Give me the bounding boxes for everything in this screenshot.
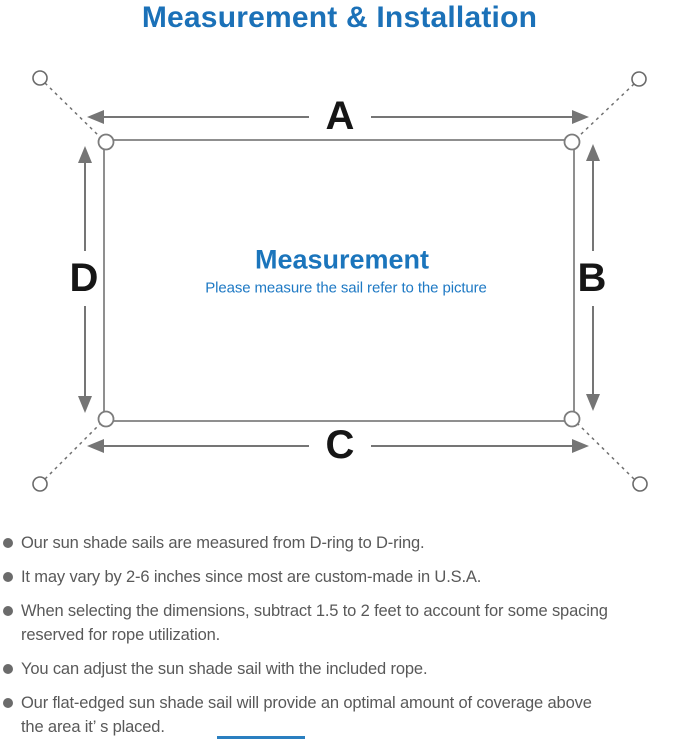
bullet-dot-icon (3, 538, 13, 548)
guy-line-top-left (44, 82, 101, 138)
note-text: You can adjust the sun shade sail with t… (21, 660, 428, 678)
anchor-point-top-right-icon (631, 71, 647, 87)
note-text: Our sun shade sails are measured from D-… (21, 534, 425, 552)
arrow-c-right-head-icon (572, 439, 589, 453)
guy-lines (44, 82, 635, 480)
sail-outline (103, 139, 575, 422)
next-section-crop-artifact (217, 736, 305, 739)
note-text: reserved for rope utilization. (21, 626, 221, 644)
note-subtract-feet: When selecting the dimensions, subtract … (0, 599, 679, 647)
measurement-subheading: Please measure the sail refer to the pic… (205, 279, 487, 297)
note-text: It may vary by 2-6 inches since most are… (21, 568, 482, 586)
note-adjust-rope: You can adjust the sun shade sail with t… (0, 657, 679, 681)
guy-line-top-right (577, 83, 635, 138)
dimension-arrow-d (78, 146, 92, 413)
note-flat-edged-coverage: Our flat-edged sun shade sail will provi… (0, 691, 679, 739)
corner-d-rings (97, 133, 581, 428)
dimension-label-d: D (69, 256, 99, 300)
bullet-dot-icon (3, 664, 13, 674)
anchor-points (32, 70, 648, 492)
dimension-label-a: A (325, 94, 355, 138)
arrow-a-right-head-icon (572, 110, 589, 124)
arrow-d-top-head-icon (78, 146, 92, 163)
arrow-b-top-head-icon (586, 144, 600, 161)
dimension-arrow-a (87, 110, 589, 124)
dimension-arrow-c (87, 439, 589, 453)
arrow-b-bottom-head-icon (586, 394, 600, 411)
d-ring-top-left-icon (97, 133, 115, 151)
note-measured-d-ring: Our sun shade sails are measured from D-… (0, 531, 679, 555)
note-text: When selecting the dimensions, subtract … (21, 602, 608, 620)
dimension-arrow-b (586, 144, 600, 411)
anchor-point-bottom-left-icon (32, 476, 48, 492)
d-ring-bottom-right-icon (563, 410, 581, 428)
note-text: the area it’ s placed. (21, 718, 165, 736)
dimension-label-c: C (325, 423, 355, 467)
arrow-c-left-head-icon (87, 439, 104, 453)
note-vary-inches: It may vary by 2-6 inches since most are… (0, 565, 679, 589)
bullet-dot-icon (3, 698, 13, 708)
note-text: Our flat-edged sun shade sail will provi… (21, 694, 592, 712)
notes-list: Our sun shade sails are measured from D-… (0, 531, 679, 739)
page-title: Measurement & Installation (141, 1, 538, 34)
guy-line-bottom-left (44, 423, 101, 480)
d-ring-top-right-icon (563, 133, 581, 151)
guy-line-bottom-right (577, 423, 635, 480)
arrow-d-bottom-head-icon (78, 396, 92, 413)
bullet-dot-icon (3, 572, 13, 582)
bullet-dot-icon (3, 606, 13, 616)
measurement-heading: Measurement (254, 244, 430, 275)
dimension-label-b: B (577, 256, 607, 300)
anchor-point-top-left-icon (32, 70, 48, 86)
anchor-point-bottom-right-icon (632, 476, 648, 492)
arrow-a-left-head-icon (87, 110, 104, 124)
d-ring-bottom-left-icon (97, 410, 115, 428)
